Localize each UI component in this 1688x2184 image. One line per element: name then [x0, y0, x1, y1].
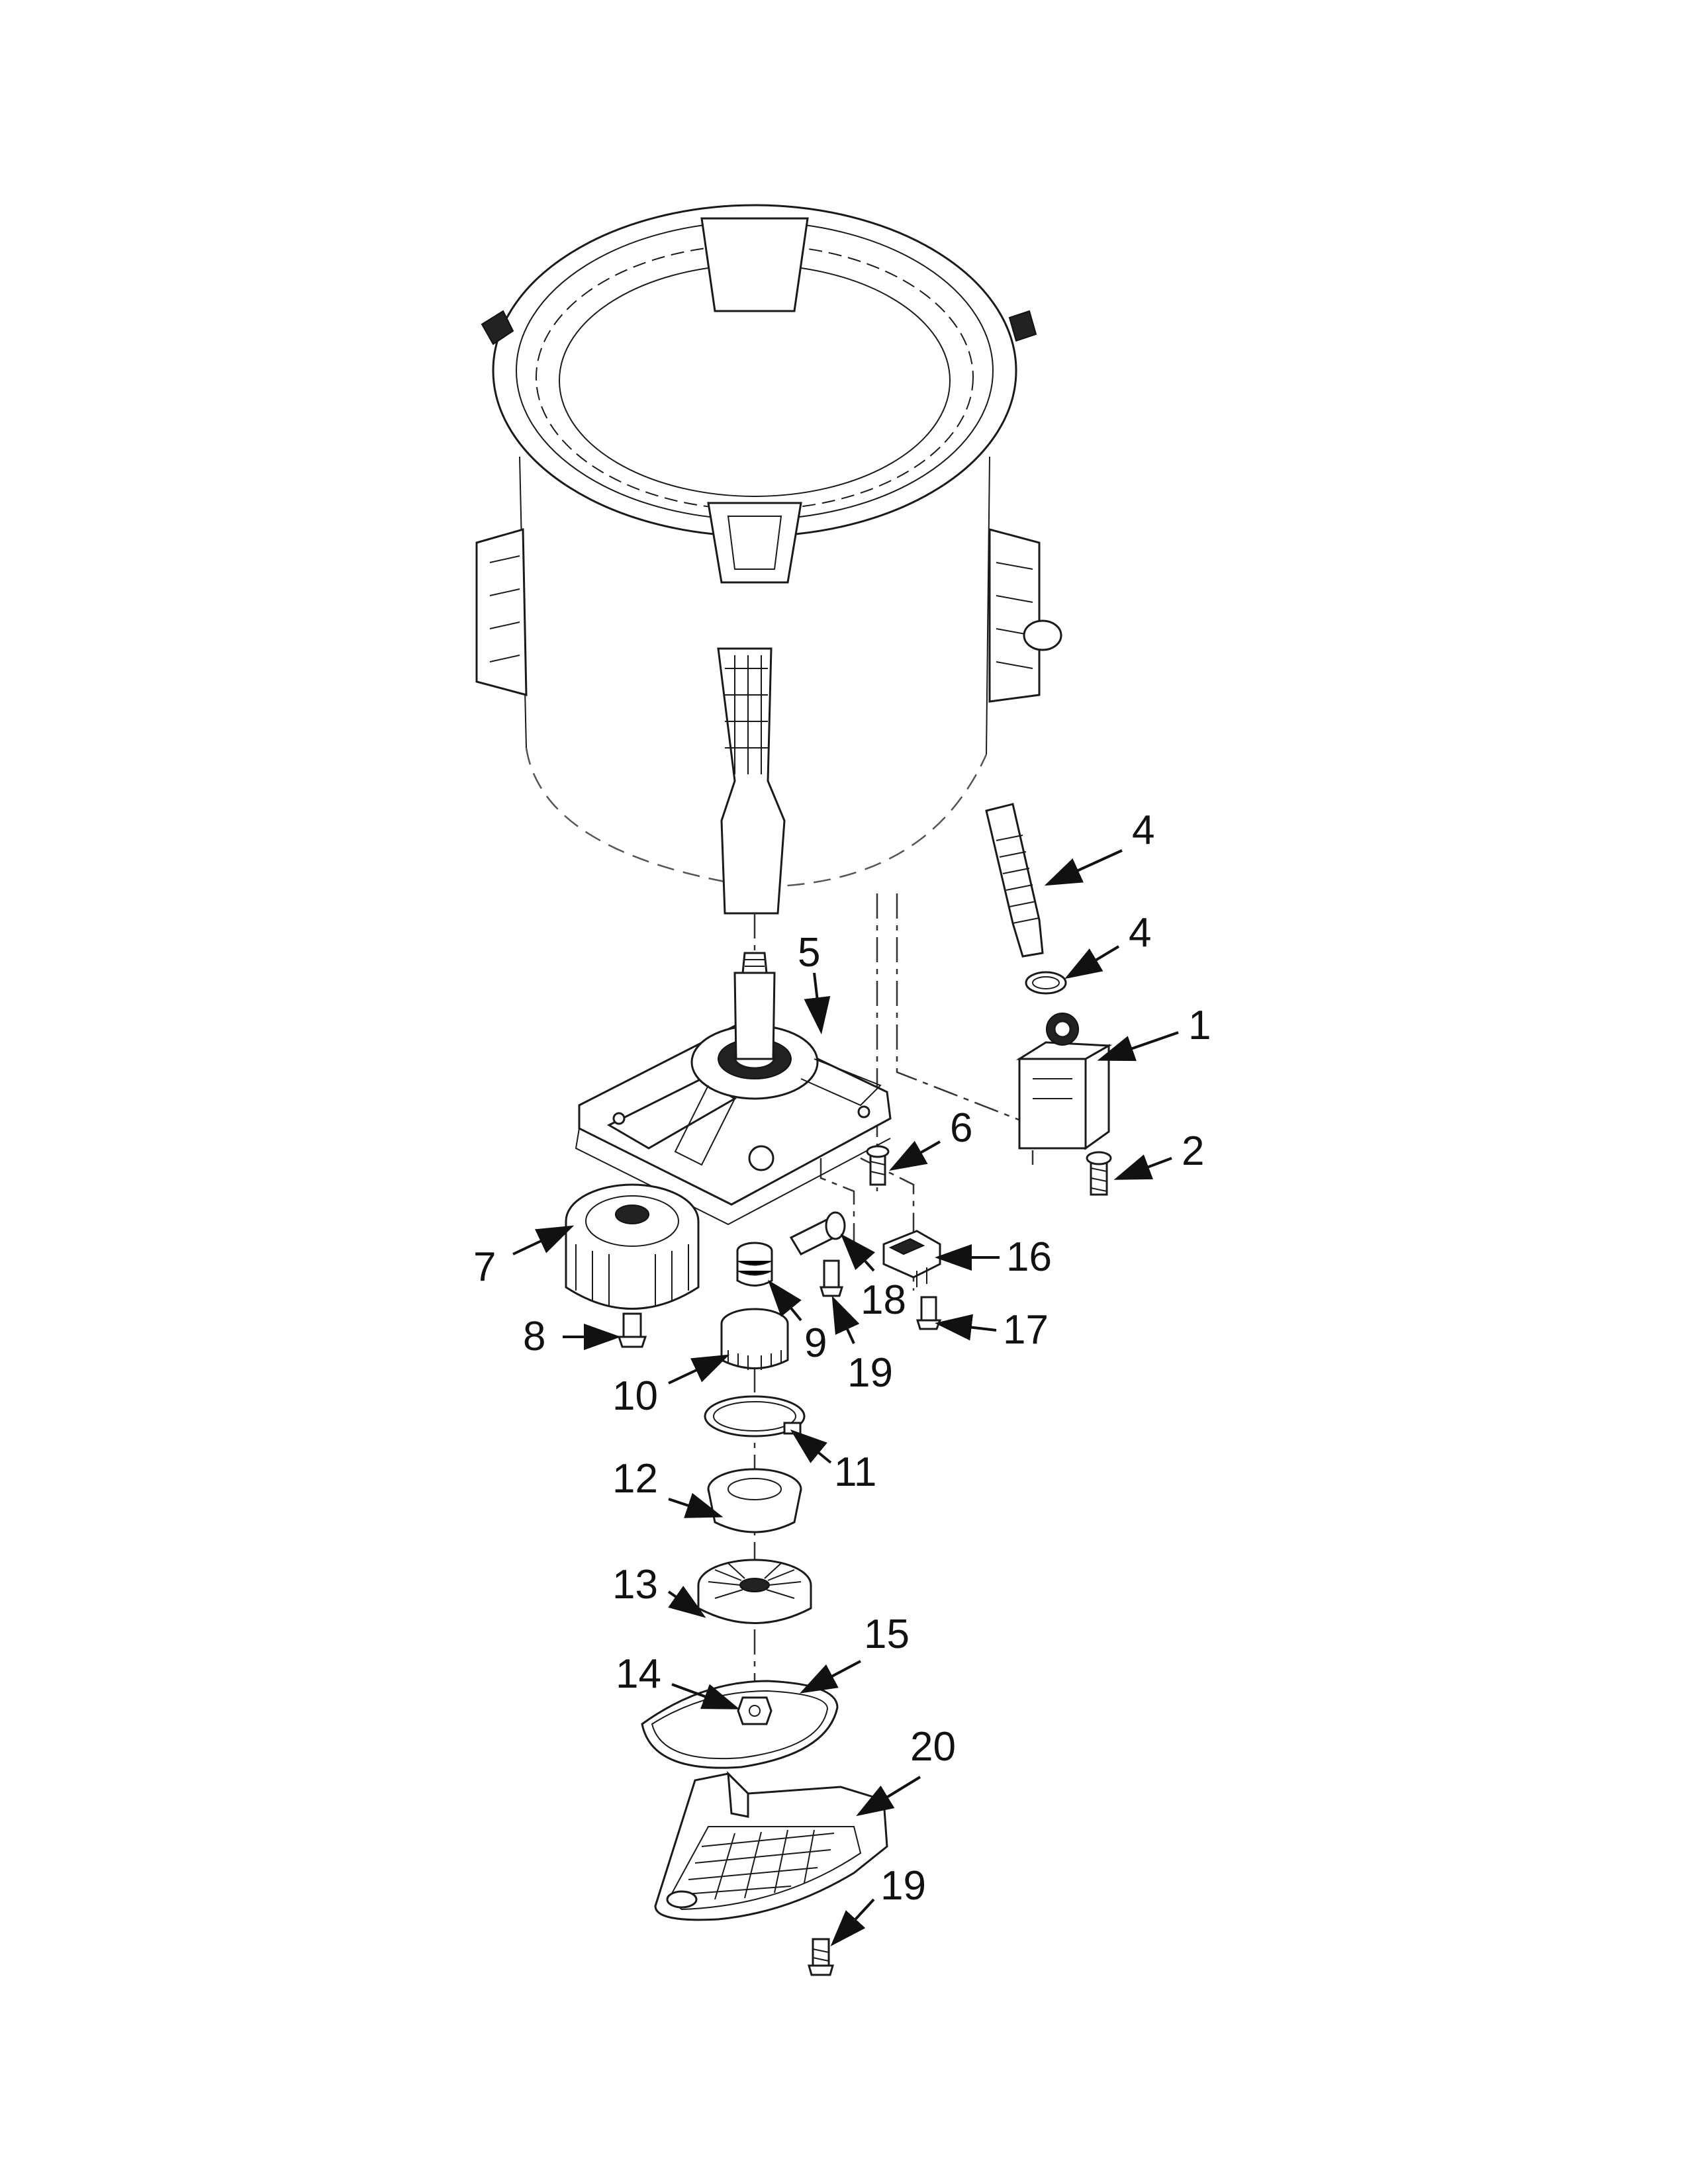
drive-pulley	[697, 1559, 812, 1624]
leader-1	[1097, 1031, 1179, 1062]
drive-motor	[565, 1183, 700, 1310]
callout-17: 17	[1003, 1307, 1049, 1353]
pulley-nut	[737, 1696, 773, 1725]
leader-14	[671, 1683, 740, 1709]
drive-belt	[641, 1680, 839, 1769]
callout-1: 1	[1188, 1003, 1211, 1048]
pump-screw	[1086, 1151, 1112, 1196]
clutch-housing	[707, 1468, 802, 1533]
clutch-drum	[720, 1308, 789, 1370]
callout-6: 6	[950, 1105, 972, 1151]
callout-13: 13	[612, 1562, 658, 1608]
leader-9	[767, 1279, 802, 1322]
retaining-ring	[704, 1395, 806, 1437]
leader-6	[889, 1140, 941, 1171]
motor-screw	[617, 1312, 647, 1348]
plate-screw	[866, 1145, 890, 1186]
callout-10: 10	[612, 1373, 658, 1419]
leader-4	[1064, 945, 1120, 979]
callout-8: 8	[523, 1314, 545, 1359]
hose-clamp	[1025, 971, 1067, 995]
callout-7: 7	[473, 1244, 496, 1290]
bottom-shield	[654, 1771, 888, 1921]
leader-17	[935, 1314, 997, 1341]
shield-screw	[808, 1938, 834, 1976]
callout-3: 4	[1132, 807, 1154, 853]
callout-20: 20	[910, 1724, 956, 1770]
leader-5	[804, 972, 831, 1034]
callout-4: 4	[1129, 910, 1151, 956]
capacitor-screw	[819, 1259, 844, 1297]
leader-3	[1044, 849, 1123, 886]
leader-19a	[831, 1295, 860, 1344]
control-sensor	[882, 1230, 941, 1287]
outer-tub	[475, 204, 1062, 915]
leader-13	[667, 1586, 706, 1618]
callout-15: 15	[864, 1612, 910, 1657]
callout-14: 14	[616, 1651, 661, 1697]
callout-2: 2	[1182, 1128, 1204, 1174]
callout-11: 11	[834, 1449, 876, 1495]
leader-7	[512, 1225, 575, 1255]
callout-19-upper: 19	[847, 1350, 893, 1396]
leader-2	[1113, 1154, 1172, 1180]
leader-15	[799, 1660, 861, 1694]
leader-10	[668, 1354, 730, 1385]
callout-18: 18	[861, 1277, 906, 1323]
leader-11	[790, 1429, 832, 1464]
callout-19-lower: 19	[880, 1863, 926, 1909]
callout-5: 5	[798, 930, 820, 976]
callout-leaders	[512, 849, 1179, 1946]
callout-12: 12	[612, 1456, 658, 1502]
drain-hose	[985, 803, 1044, 958]
bearing-ring	[736, 1242, 773, 1287]
drain-pump	[1015, 1013, 1113, 1150]
leader-12	[668, 1492, 724, 1518]
leader-19b	[830, 1898, 875, 1946]
sensor-screw	[915, 1296, 942, 1330]
gearcase-mounting-plate	[575, 952, 892, 1226]
callout-labels: 4 4 1 2 5 6 7 8 9 10 11 12 13 14 15 16 1…	[473, 807, 1211, 1909]
capacitor	[789, 1211, 846, 1255]
leader-20	[856, 1776, 921, 1817]
callout-16: 16	[1006, 1234, 1052, 1280]
callout-9: 9	[804, 1320, 827, 1366]
leader-18	[840, 1234, 875, 1272]
